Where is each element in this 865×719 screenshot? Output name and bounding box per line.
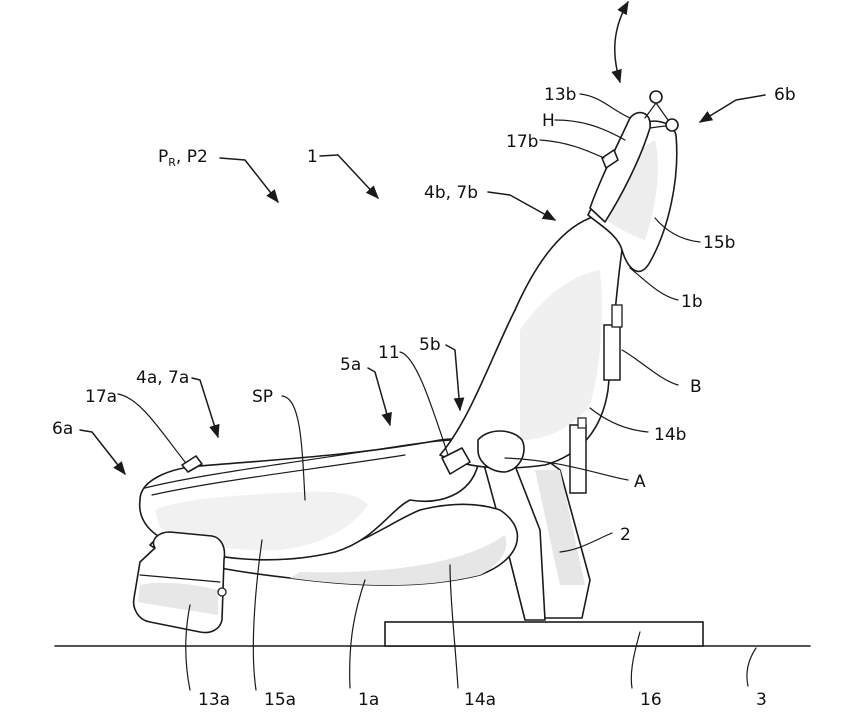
side-unit-b [603,324,621,381]
arrow-6b [698,94,766,123]
label-14a: 14a [464,690,496,710]
label-11: 11 [378,343,400,363]
label-b: B [690,377,702,397]
clip-17b [601,149,619,169]
rotation-arrow [611,0,629,84]
label-1: 1 [307,147,318,167]
arrow-1 [319,154,379,199]
label-5b: 5b [419,335,441,355]
label-3: 3 [756,690,767,710]
label-h: H [542,111,555,131]
label-4a7a: 4a, 7a [136,368,189,388]
label-5a: 5a [340,355,361,375]
label-2: 2 [620,525,631,545]
label-16: 16 [640,690,662,710]
label-13b: 13b [544,85,576,105]
head-joint-top [649,90,663,104]
arrow-4b7b [487,191,557,221]
arrow-5b [445,344,465,412]
label-4b7b: 4b, 7b [424,183,478,203]
label-15a: 15a [264,690,296,710]
label-6a: 6a [52,419,73,439]
label-6b: 6b [774,85,796,105]
arrow-6a [79,429,126,476]
element-11 [441,447,471,475]
label-13a: 13a [198,690,230,710]
label-pr: PR, P2 [158,147,208,169]
side-unit-lower [569,424,587,494]
label-14b: 14b [654,425,686,445]
label-a: A [634,472,646,492]
label-1b: 1b [681,292,703,312]
label-17b: 17b [506,132,538,152]
arrow-pr [219,157,279,204]
arrow-4a7a [191,377,220,439]
label-1a: 1a [358,690,379,710]
label-17a: 17a [85,387,117,407]
head-joint-side [665,118,679,132]
label-sp: SP [252,387,273,407]
label-15b: 15b [703,233,735,253]
arrow-5a [367,367,392,427]
clip-17a [181,455,203,473]
leg-rest [132,531,226,634]
base-plate [384,621,704,647]
